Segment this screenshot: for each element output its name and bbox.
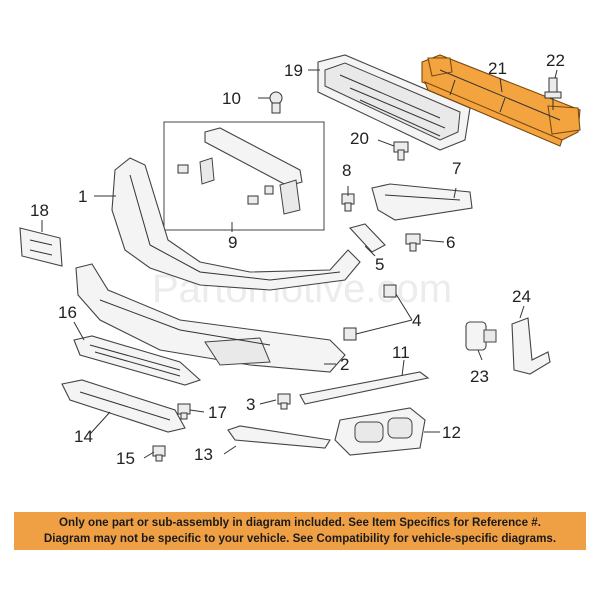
part-1-bumper-cover [111,157,361,291]
callout-15: 15 [116,449,135,468]
callout-2: 2 [340,355,349,374]
callout-7: 7 [452,159,461,178]
part-9-bracket-assembly-box [163,121,325,231]
part-21-reinforcement-beam [421,54,581,147]
callout-10: 10 [222,89,241,108]
callout-12: 12 [442,423,461,442]
callout-13: 13 [194,445,213,464]
part-19-absorber [317,54,471,151]
callout-24: 24 [512,287,531,306]
disclaimer-line-1: Only one part or sub-assembly in diagram… [59,516,541,529]
part-12-fog-bezel [334,407,426,456]
part-16-lower-grille [73,335,202,386]
callout-22: 22 [546,51,565,70]
part-8-clip [341,193,355,212]
callout-14: 14 [74,427,93,446]
part-14-under-panel [61,379,186,433]
callout-18: 18 [30,201,49,220]
part-6-clip [405,233,421,252]
part-7-side-bracket [371,183,473,221]
callout-19: 19 [284,61,303,80]
callout-5: 5 [375,255,384,274]
callout-21: 21 [488,59,507,78]
part-2-lower-cover [75,263,346,373]
callout-1: 1 [78,187,87,206]
part-11-trim-strip [299,371,430,405]
part-5-bracket [348,223,386,253]
callout-9: 9 [228,233,237,252]
part-18-license-bracket [19,227,63,267]
part-4-clips [343,284,397,341]
callout-23: 23 [470,367,489,386]
part-17-fastener [177,403,191,420]
part-24-bracket [511,317,551,375]
part-22-bolt [544,77,562,110]
callout-17: 17 [208,403,227,422]
callout-8: 8 [342,161,351,180]
part-20-bolt [393,141,409,161]
callout-3: 3 [246,395,255,414]
callout-6: 6 [446,233,455,252]
callout-11: 11 [392,343,410,362]
part-23-sensor [465,321,497,351]
callout-20: 20 [350,129,369,148]
part-10-clip [269,91,283,114]
callout-16: 16 [58,303,77,322]
leader-lines [41,69,558,459]
part-3-fastener [277,393,291,410]
part-13-trim [227,425,331,449]
part-15-fastener [152,445,166,462]
callout-4: 4 [412,311,421,330]
disclaimer-banner: Only one part or sub-assembly in diagram… [14,512,586,550]
disclaimer-line-2: Diagram may not be specific to your vehi… [43,532,557,545]
